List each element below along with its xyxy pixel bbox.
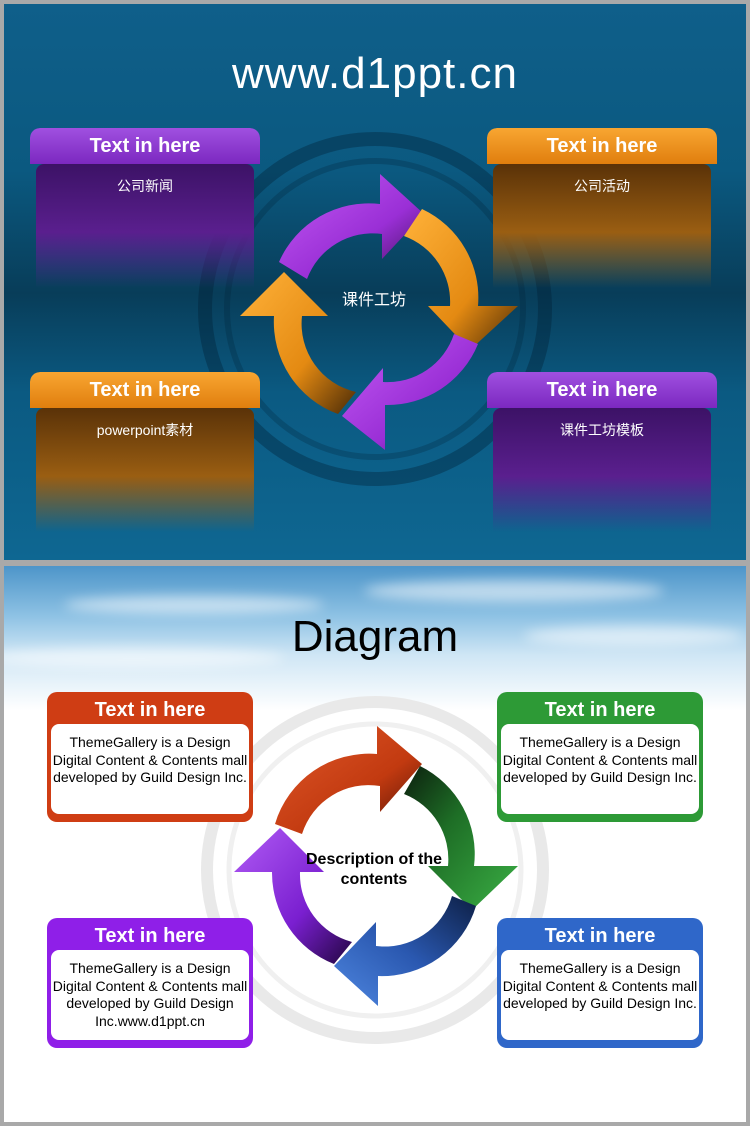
arrow-left-violet xyxy=(234,828,352,964)
arrow-bottom-purple xyxy=(342,334,478,450)
box-title: Text in here xyxy=(30,372,260,408)
box-text: ThemeGallery is a Design Digital Content… xyxy=(51,950,249,1040)
box-title: Text in here xyxy=(94,925,206,947)
box-title: Text in here xyxy=(544,925,656,947)
cloud xyxy=(524,626,744,646)
slide-1: www.d1ppt.cn 课件工坊 Text in here 公司新闻 xyxy=(4,4,746,560)
arrow-top-red xyxy=(275,726,422,834)
box-top-right: Text in here 公司活动 xyxy=(487,128,717,288)
cloud xyxy=(64,596,324,614)
box-text: powerpoint素材 xyxy=(36,408,254,532)
slide-1-title: www.d1ppt.cn xyxy=(232,49,518,98)
arrow-left-orange xyxy=(240,272,356,414)
box-bottom-right: Text in here ThemeGallery is a Design Di… xyxy=(497,918,703,1048)
ring-inner xyxy=(224,158,526,460)
ring-inner xyxy=(226,721,524,1019)
box-bottom-right: Text in here 课件工坊模板 xyxy=(487,372,717,532)
box-text: 课件工坊模板 xyxy=(493,408,711,532)
arrow-right-green xyxy=(404,766,518,910)
box-top-left: Text in here 公司新闻 xyxy=(30,128,260,288)
slide-2-title: Diagram xyxy=(291,612,459,661)
box-text: ThemeGallery is a Design Digital Content… xyxy=(501,950,699,1040)
cycle-diagram-2 xyxy=(201,696,549,1044)
box-title: Text in here xyxy=(487,128,717,164)
box-text: 公司新闻 xyxy=(36,164,254,288)
center-label: Description of the contents xyxy=(305,851,442,888)
box-text: ThemeGallery is a Design Digital Content… xyxy=(501,724,699,814)
cloud xyxy=(4,648,284,668)
box-title: Text in here xyxy=(544,699,656,721)
ring-outer xyxy=(198,132,552,486)
arrow-top-purple xyxy=(279,174,424,279)
arrow-bottom-blue xyxy=(334,896,476,1006)
box-top-right: Text in here ThemeGallery is a Design Di… xyxy=(497,692,703,822)
box-text: ThemeGallery is a Design Digital Content… xyxy=(51,724,249,814)
cycle-diagram-1 xyxy=(198,132,552,486)
center-label: 课件工坊 xyxy=(341,292,406,309)
box-bottom-left: Text in here ThemeGallery is a Design Di… xyxy=(47,918,253,1048)
box-top-left: Text in here ThemeGallery is a Design Di… xyxy=(47,692,253,822)
box-title: Text in here xyxy=(94,699,206,721)
slide-2: Diagram xyxy=(4,566,746,1122)
box-bottom-left: Text in here powerpoint素材 xyxy=(30,372,260,532)
box-title: Text in here xyxy=(487,372,717,408)
box-title: Text in here xyxy=(30,128,260,164)
ring-outer xyxy=(201,696,549,1044)
box-text: 公司活动 xyxy=(493,164,711,288)
cloud xyxy=(364,580,664,602)
arrow-right-orange xyxy=(404,209,518,350)
